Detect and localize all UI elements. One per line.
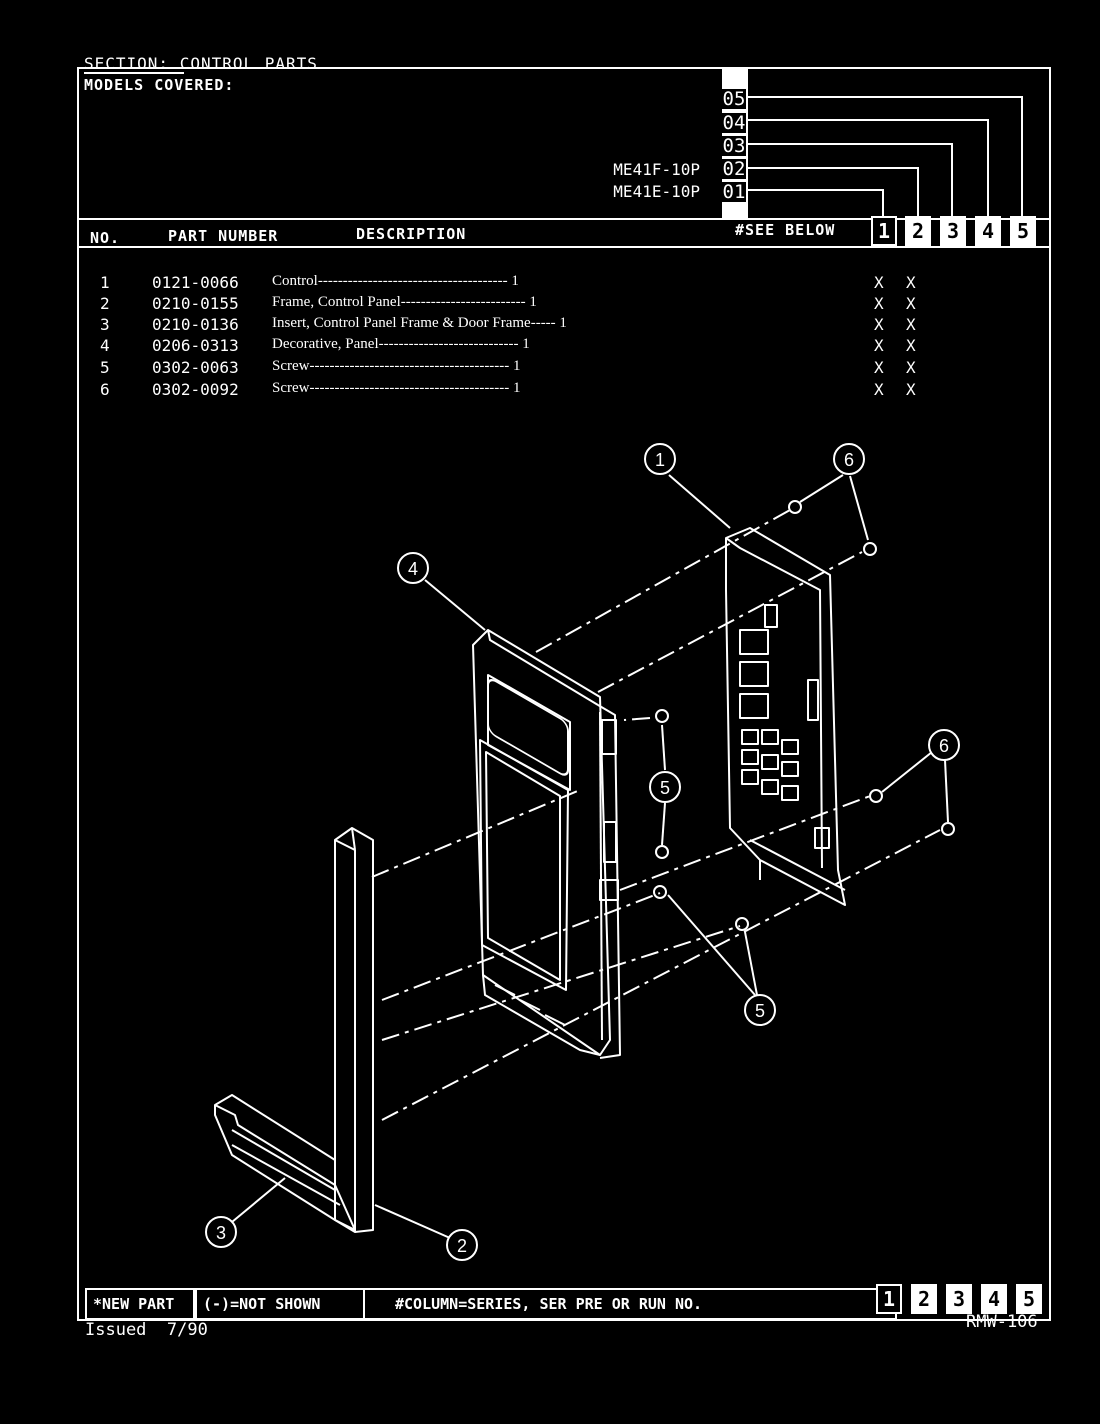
- callout-label: 3: [216, 1223, 226, 1243]
- table-row: 3 0210-0136 Insert, Control Panel Frame …: [0, 315, 1100, 336]
- col-see-below: #SEE BELOW: [735, 221, 836, 239]
- callout-3: 3: [205, 1216, 237, 1248]
- model-name-01: ME41E-10P: [613, 182, 700, 201]
- callout-2: 2: [446, 1229, 478, 1261]
- callout-label: 5: [755, 1001, 765, 1021]
- series-col-5: 5: [1010, 216, 1036, 246]
- decorative-panel-part: [472, 629, 621, 1059]
- col-part-number: PART NUMBER: [168, 227, 279, 245]
- footer-series-4: 4: [981, 1284, 1007, 1314]
- screws: [653, 500, 955, 931]
- part-number: 0210-0155: [152, 294, 239, 313]
- table-row: 6 0302-0092 Screw-----------------------…: [0, 380, 1100, 401]
- model-code-02: 02: [722, 158, 746, 180]
- callout-5a: 5: [649, 771, 681, 803]
- part-no: 3: [100, 315, 110, 334]
- control-board-part: [725, 527, 846, 906]
- table-row: 1 0121-0066 Control---------------------…: [0, 273, 1100, 294]
- doc-code: RMW-106: [966, 1312, 1038, 1332]
- series-1-mark: X: [874, 358, 884, 377]
- part-description: Screw-----------------------------------…: [272, 380, 521, 396]
- callout-6b: 6: [928, 729, 960, 761]
- part-no: 1: [100, 273, 110, 292]
- model-code-01: 01: [722, 181, 746, 203]
- series-col-1: 1: [871, 216, 897, 246]
- callout-label: 6: [939, 736, 949, 756]
- exploded-diagram: 1 6 4 6 5 5 3 2: [205, 443, 960, 1261]
- frame-part: [214, 827, 374, 1233]
- col-no: NO.: [90, 229, 121, 247]
- callout-label: 6: [844, 450, 854, 470]
- series-col-2: 2: [905, 216, 931, 246]
- model-name-02: ME41F-10P: [613, 160, 700, 179]
- footer-series-3: 3: [946, 1284, 972, 1314]
- callout-1: 1: [644, 443, 676, 475]
- series-2-mark: X: [906, 315, 916, 334]
- model-connector-lines: [748, 96, 1023, 216]
- part-number: 0206-0313: [152, 336, 239, 355]
- legend-not-shown: (-)=NOT SHOWN: [195, 1288, 365, 1320]
- callout-label: 1: [655, 450, 665, 470]
- callout-5b: 5: [744, 994, 776, 1026]
- series-2-mark: X: [906, 358, 916, 377]
- leader-lines: [231, 474, 949, 1239]
- callout-label: 4: [408, 559, 418, 579]
- models-covered-label: MODELS COVERED:: [84, 76, 235, 94]
- callout-label: 2: [457, 1236, 467, 1256]
- part-number: 0302-0092: [152, 380, 239, 399]
- table-row: 2 0210-0155 Frame, Control Panel--------…: [0, 294, 1100, 315]
- header-divider-bottom: [77, 246, 1049, 248]
- table-row: 4 0206-0313 Decorative, Panel-----------…: [0, 336, 1100, 357]
- series-2-mark: X: [906, 380, 916, 399]
- part-description: Insert, Control Panel Frame & Door Frame…: [272, 315, 567, 331]
- legend-column-note: #COLUMN=SERIES, SER PRE OR RUN NO.: [363, 1288, 897, 1320]
- model-code-05: 05: [722, 88, 746, 110]
- part-number: 0210-0136: [152, 315, 239, 334]
- callout-label: 5: [660, 778, 670, 798]
- callout-6a: 6: [833, 443, 865, 475]
- alignment-lines: [371, 509, 941, 1121]
- series-2-mark: X: [906, 294, 916, 313]
- part-number: 0121-0066: [152, 273, 239, 292]
- part-no: 2: [100, 294, 110, 313]
- model-code-04: 04: [722, 112, 746, 134]
- part-no: 6: [100, 380, 110, 399]
- series-col-4: 4: [975, 216, 1001, 246]
- header-divider-top: [77, 218, 1049, 220]
- part-description: Decorative, Panel-----------------------…: [272, 336, 530, 352]
- issued-date: Issued 7/90: [85, 1320, 208, 1340]
- series-1-mark: X: [874, 273, 884, 292]
- part-description: Frame, Control Panel--------------------…: [272, 294, 537, 310]
- table-row: 5 0302-0063 Screw-----------------------…: [0, 358, 1100, 379]
- outer-frame: [77, 67, 1051, 1321]
- series-1-mark: X: [874, 294, 884, 313]
- part-no: 5: [100, 358, 110, 377]
- footer-series-5: 5: [1016, 1284, 1042, 1314]
- part-number: 0302-0063: [152, 358, 239, 377]
- footer-series-2: 2: [911, 1284, 937, 1314]
- footer-series-1: 1: [876, 1284, 902, 1314]
- model-code-03: 03: [722, 135, 746, 157]
- series-col-3: 3: [940, 216, 966, 246]
- callout-4: 4: [397, 552, 429, 584]
- series-2-mark: X: [906, 336, 916, 355]
- legend-new-part: *NEW PART: [85, 1288, 195, 1320]
- part-description: Screw-----------------------------------…: [272, 358, 521, 374]
- part-no: 4: [100, 336, 110, 355]
- col-description: DESCRIPTION: [356, 225, 467, 243]
- series-1-mark: X: [874, 336, 884, 355]
- series-1-mark: X: [874, 315, 884, 334]
- series-2-mark: X: [906, 273, 916, 292]
- series-1-mark: X: [874, 380, 884, 399]
- part-description: Control---------------------------------…: [272, 273, 519, 289]
- section-underline: [84, 72, 184, 74]
